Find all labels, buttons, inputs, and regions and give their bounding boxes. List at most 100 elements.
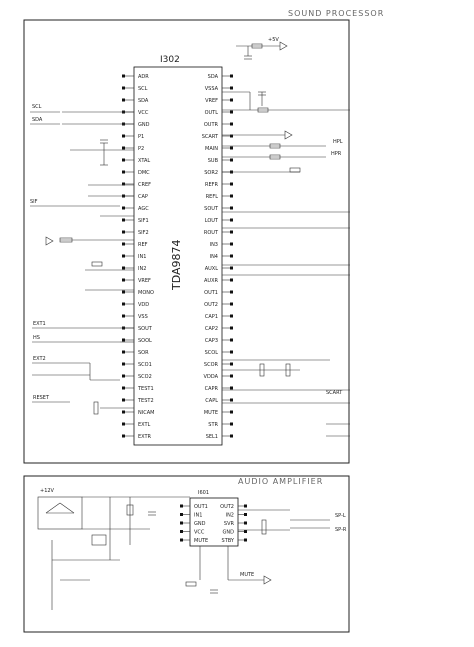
- label-ext1: EXT1: [33, 321, 46, 327]
- main-ic-left-pin-pad: [122, 134, 125, 138]
- main-ic-left-pin-label: P1: [138, 134, 144, 140]
- main-ic-left-pin-pad: [122, 278, 125, 282]
- amp-ic-ref: I601: [198, 490, 209, 496]
- main-ic-right-pin-pad: [230, 422, 233, 426]
- main-ic-right-pin-label: STR: [208, 422, 218, 428]
- main-ic-left-pin-pad: [122, 230, 125, 234]
- main-ic-ref: I302: [160, 55, 180, 65]
- main-ic-left-pin-pad: [122, 338, 125, 342]
- main-ic-right-pin-pad: [230, 386, 233, 390]
- label-hs: HS: [33, 335, 40, 341]
- main-ic-left-pin-label: DMC: [138, 170, 150, 176]
- main-ic-right-pin-label: IN3: [210, 242, 218, 248]
- amp-left-pin-label: MUTE: [194, 538, 208, 544]
- amp-left-pin-pad: [180, 521, 183, 525]
- amp-right-pin-label: SVR: [224, 521, 235, 527]
- main-ic-right-pins: SDAVSSAVREFOUTLOUTRSCARTMAINSUBSOR2REFRR…: [202, 74, 233, 440]
- amp-right-pin-label: OUT2: [220, 504, 234, 510]
- main-ic-right-pin-label: SOR2: [204, 170, 218, 176]
- main-ic-right-pin-label: SCART: [202, 134, 219, 140]
- main-ic-left-pin-pad: [122, 314, 125, 318]
- main-ic-right-pin-label: MUTE: [204, 410, 218, 416]
- main-ic-left-pin-label: REF: [138, 242, 148, 248]
- main-ic-left-pin-label: GND: [138, 122, 150, 128]
- main-ic-right-pin-label: CAP1: [205, 314, 218, 320]
- main-ic-right-pin-pad: [230, 218, 233, 222]
- main-ic-right-pin-pad: [230, 350, 233, 354]
- main-ic-left-pins: ADRSCLSDAVCCGNDP1P2XTALDMCCREFCAPAGCSIF1…: [122, 74, 154, 440]
- main-ic-left-pin-pad: [122, 434, 125, 438]
- main-ic-right-pin-label: VDDA: [204, 374, 219, 380]
- amp-left-pin-label: IN1: [194, 512, 202, 518]
- main-ic-left-pin-pad: [122, 398, 125, 402]
- main-ic-right-pin-label: SUB: [208, 158, 219, 164]
- main-ic-left-pin-pad: [122, 218, 125, 222]
- section-top-title: SOUND PROCESSOR: [288, 9, 384, 18]
- main-ic-right-pin-label: OUTR: [204, 122, 219, 128]
- main-ic-right-pin-label: CAP3: [205, 338, 218, 344]
- main-ic-left-pin-label: CAP: [138, 194, 148, 200]
- label-reset: RESET: [33, 395, 50, 401]
- main-ic-left-pin-label: VSS: [138, 314, 148, 320]
- main-ic-left-pin-label: SOR: [138, 350, 149, 356]
- main-ic-left-pin-pad: [122, 242, 125, 246]
- main-ic-right-pin-pad: [230, 74, 233, 78]
- main-ic-left-pin-label: SCO2: [138, 374, 152, 380]
- main-ic-right-pin-label: AUXR: [204, 278, 219, 284]
- audio-amplifier-frame: [23, 475, 350, 633]
- label-vcc12: +12V: [40, 488, 55, 494]
- label-sda: SDA: [32, 117, 43, 123]
- main-ic-left-pin-label: SCO1: [138, 362, 152, 368]
- main-ic-right-pin-label: VSSA: [205, 86, 219, 92]
- main-ic-left-pin-label: EXTR: [138, 434, 152, 440]
- main-ic-left-pin-pad: [122, 254, 125, 258]
- main-ic-left-pin-pad: [122, 422, 125, 426]
- main-ic: I302 TDA9874 ADRSCLSDAVCCGNDP1P2XTALDMCC…: [122, 55, 233, 446]
- amp-left-pin-label: VCC: [194, 529, 205, 535]
- main-ic-right-pin-label: CAP2: [205, 326, 218, 332]
- amp-right-pin-label: IN2: [226, 512, 234, 518]
- main-ic-left-pin-label: P2: [138, 146, 144, 152]
- main-ic-left-pin-pad: [122, 206, 125, 210]
- amp-right-pin-pad: [244, 538, 247, 542]
- label-hpl: HPL: [333, 139, 343, 145]
- main-ic-left-pin-label: MONO: [138, 290, 154, 296]
- main-ic-left-pin-pad: [122, 98, 125, 102]
- label-sp-l: SP-L: [335, 513, 346, 519]
- main-ic-right-pin-pad: [230, 158, 233, 162]
- label-hpr: HPR: [331, 151, 342, 157]
- amp-right-pin-label: STBY: [222, 538, 235, 544]
- main-ic-right-pin-label: CAPR: [205, 386, 219, 392]
- main-ic-right-pin-pad: [230, 314, 233, 318]
- main-ic-left-pin-pad: [122, 302, 125, 306]
- main-ic-right-pin-pad: [230, 398, 233, 402]
- main-ic-right-pin-label: SEL1: [206, 434, 218, 440]
- main-ic-right-pin-label: ROUT: [204, 230, 219, 236]
- main-ic-left-pin-pad: [122, 146, 125, 150]
- main-ic-right-pin-pad: [230, 410, 233, 414]
- main-ic-left-pin-pad: [122, 350, 125, 354]
- main-ic-right-pin-label: SDA: [208, 74, 219, 80]
- label-sif: SIF: [30, 199, 38, 205]
- main-ic-right-pin-pad: [230, 326, 233, 330]
- main-ic-left-pin-label: SIF2: [138, 230, 149, 236]
- main-ic-right-pin-pad: [230, 434, 233, 438]
- amp-right-pin-label: GND: [223, 529, 235, 535]
- main-ic-left-pin-label: IN2: [138, 266, 146, 272]
- main-ic-left-pin-label: XTAL: [138, 158, 150, 164]
- label-ext2: EXT2: [33, 356, 46, 362]
- amp-left-pin-label: OUT1: [194, 504, 208, 510]
- amp-left-pin-pad: [180, 530, 183, 533]
- amp-right-pin-pad: [244, 513, 247, 516]
- main-ic-right-pin-pad: [230, 86, 233, 90]
- main-ic-right-pin-pad: [230, 98, 233, 102]
- main-ic-right-pin-pad: [230, 194, 233, 198]
- main-ic-right-pin-label: SCOR: [204, 362, 219, 368]
- main-ic-right-pin-label: AUXL: [205, 266, 219, 272]
- label-scl: SCL: [32, 104, 42, 110]
- main-ic-left-pin-label: SIF1: [138, 218, 149, 224]
